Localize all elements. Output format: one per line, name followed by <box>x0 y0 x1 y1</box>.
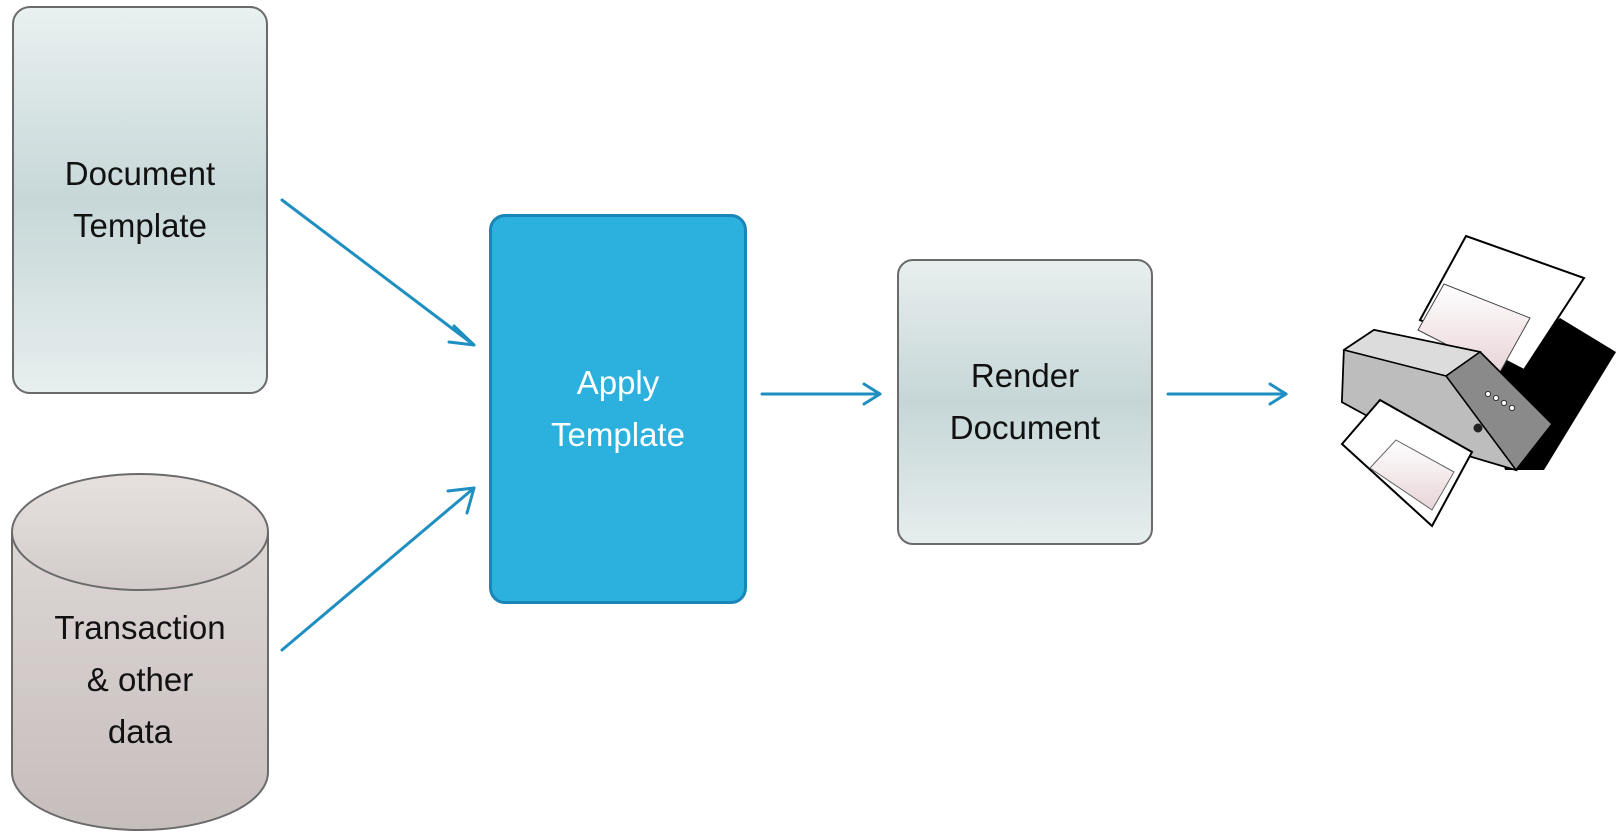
transaction-data-label-line1: Transaction <box>54 609 226 646</box>
render-document-box: Render Document <box>897 259 1153 545</box>
arrow-render-to-printer <box>1166 382 1288 406</box>
render-document-label-line2: Document <box>949 409 1101 446</box>
render-document-label: Render Document <box>950 350 1100 454</box>
arrow-data-to-apply <box>280 486 476 652</box>
apply-template-label-line2: Template <box>551 416 685 453</box>
apply-template-label: Apply Template <box>551 357 685 461</box>
apply-template-box: Apply Template <box>489 214 747 604</box>
document-template-label-line1: Document <box>64 155 216 192</box>
document-template-label: Document Template <box>65 148 215 252</box>
database-cylinder <box>11 473 269 831</box>
apply-template-label-line1: Apply <box>576 364 660 401</box>
transaction-data-label-line2: & other <box>86 661 194 698</box>
render-document-label-line1: Render <box>970 357 1080 394</box>
document-template-box: Document Template <box>12 6 268 394</box>
transaction-data-label-line3: data <box>107 713 173 750</box>
document-template-label-line2: Template <box>73 207 207 244</box>
arrow-doc-to-apply <box>280 198 476 347</box>
transaction-data-label: Transaction & other data <box>12 602 268 758</box>
printer-icon <box>1340 234 1616 528</box>
arrow-apply-to-render <box>760 382 882 406</box>
